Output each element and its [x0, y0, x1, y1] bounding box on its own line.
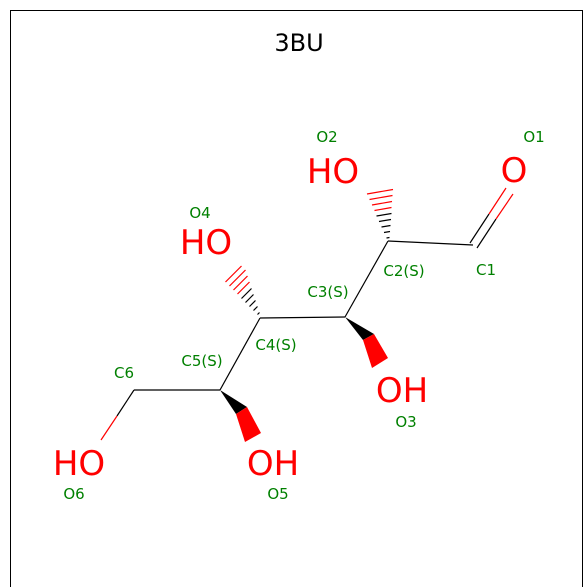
bonds — [100, 187, 514, 441]
wedge-bond-c5-o5 — [220, 390, 261, 442]
atom-labels: C1 C2(S) C3(S) C4(S) C5(S) C6 O1 O2 O3 O… — [63, 128, 544, 503]
label-c1: C1 — [476, 261, 496, 279]
atom-o5: OH — [247, 444, 299, 484]
wedge-bond-c3-o3 — [345, 317, 388, 368]
bond-c1-o1-a — [469, 213, 490, 244]
hash-bond-c2-o2 — [366, 188, 394, 239]
bond-c1-o1-b-red — [495, 193, 514, 220]
bond-c1-o1-a-red — [488, 187, 507, 215]
atom-o4: HO — [180, 223, 232, 263]
label-o2: O2 — [316, 128, 337, 146]
label-c2: C2(S) — [383, 262, 424, 280]
label-c4: C4(S) — [255, 336, 296, 354]
label-o1: O1 — [523, 128, 544, 146]
bond-c2-c3 — [344, 240, 389, 318]
bond-c6-o6 — [116, 389, 135, 417]
bond-c1-o1-b — [476, 218, 497, 249]
atom-o2: HO — [307, 152, 359, 192]
label-c5: C5(S) — [181, 352, 222, 370]
label-o5: O5 — [267, 485, 288, 503]
label-o3: O3 — [395, 413, 416, 431]
frame-border — [10, 10, 583, 587]
label-c3: C3(S) — [307, 283, 348, 301]
bond-c4-c5 — [219, 317, 261, 391]
bond-c3-c4 — [259, 316, 346, 319]
label-o4: O4 — [189, 204, 210, 222]
hash-bond-c4-o4 — [225, 265, 260, 315]
bond-c1-c2 — [387, 240, 474, 246]
molecule-title: 3BU — [274, 29, 323, 57]
oxygen-atoms: O HO OH HO OH HO — [53, 151, 528, 484]
bond-c6-o6-red — [100, 415, 118, 441]
atom-o1: O — [501, 151, 528, 191]
label-c6: C6 — [114, 364, 134, 382]
label-o6: O6 — [63, 485, 84, 503]
atom-o6: HO — [53, 444, 105, 484]
atom-o3: OH — [376, 371, 428, 411]
